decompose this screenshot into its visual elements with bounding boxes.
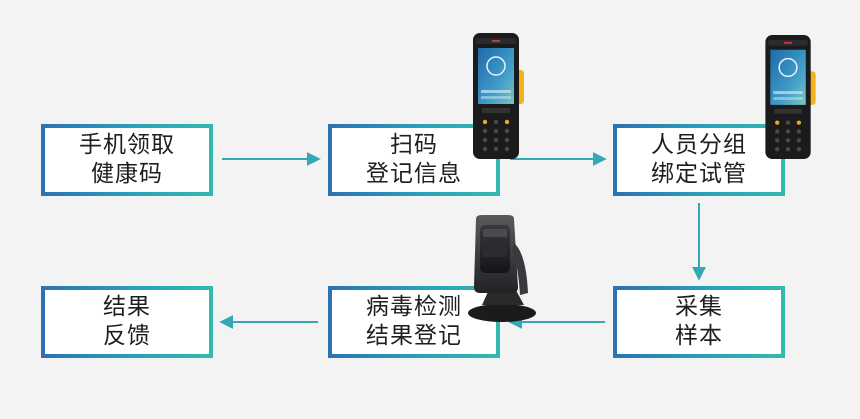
desktop-barcode-scanner-icon <box>462 213 538 325</box>
step-label-line2: 结果登记 <box>366 323 462 349</box>
step-box-group-bind-tube: 人员分组 绑定试管 <box>613 124 785 196</box>
step-label-line1: 手机领取 <box>79 132 175 158</box>
handheld-pda-scanner-icon <box>470 30 528 162</box>
step-box-scan-register: 扫码 登记信息 <box>328 124 500 196</box>
step-label-line1: 病毒检测 <box>366 294 462 320</box>
step-label-line1: 结果 <box>103 294 151 320</box>
step-label-line2: 绑定试管 <box>651 161 747 187</box>
handheld-pda-scanner-icon <box>762 32 820 162</box>
step-label-line1: 采集 <box>675 294 723 320</box>
step-label-line2: 登记信息 <box>366 161 462 187</box>
step-label-line2: 反馈 <box>103 323 151 349</box>
step-box-get-health-code: 手机领取 健康码 <box>41 124 213 196</box>
step-label-line2: 健康码 <box>91 161 163 187</box>
step-label-line2: 样本 <box>675 323 723 349</box>
step-box-result-feedback: 结果 反馈 <box>41 286 213 358</box>
step-box-test-register-result: 病毒检测 结果登记 <box>328 286 500 358</box>
step-label-line1: 扫码 <box>390 132 438 158</box>
step-box-collect-sample: 采集 样本 <box>613 286 785 358</box>
step-label-line1: 人员分组 <box>651 132 747 158</box>
